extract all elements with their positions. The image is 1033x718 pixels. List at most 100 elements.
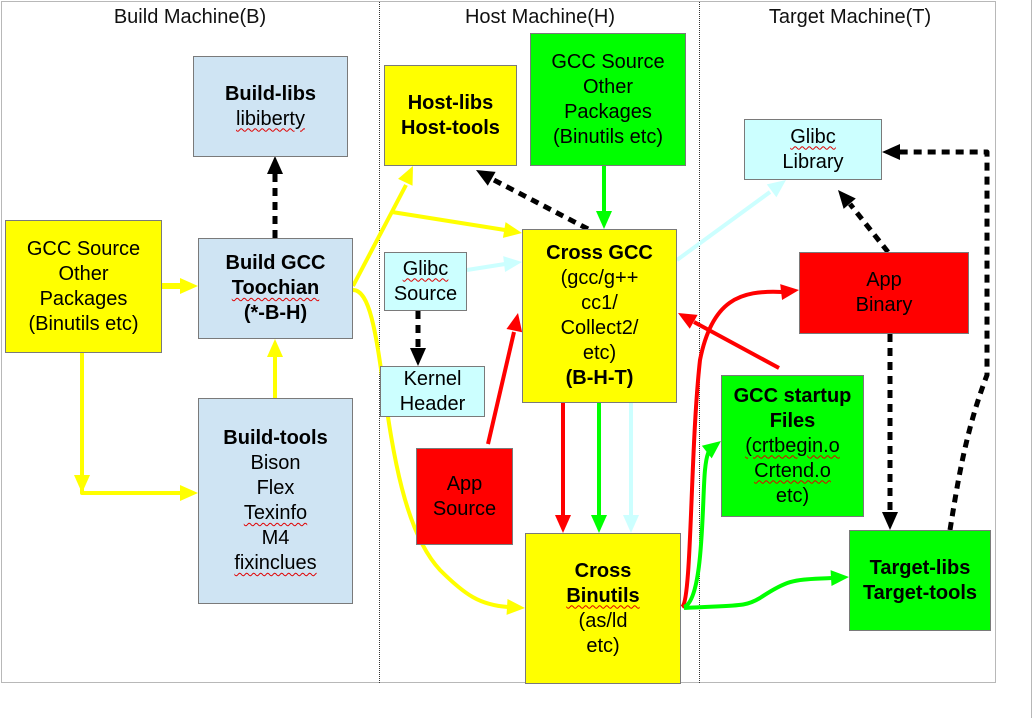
node-host-libs: Host-libs Host-tools	[384, 65, 517, 166]
node-line: Source	[393, 282, 458, 305]
node-line: Glibc	[790, 125, 836, 148]
arrowhead-app-binary	[780, 284, 799, 301]
node-line: Target-libs	[869, 556, 971, 579]
node-line: Flex	[256, 477, 295, 499]
arrowhead-glibc-library	[838, 190, 856, 209]
arrowhead-host-libs	[398, 166, 413, 186]
node-cross-gcc: Cross GCC (gcc/g++ cc1/ Collect2/ etc) (…	[522, 229, 677, 403]
edge-target-libs-to-glibc-library-black	[900, 149, 990, 531]
arrowhead-kernel-header	[410, 348, 426, 366]
node-line: libiberty	[236, 107, 305, 130]
arrowhead-cross-binutils	[623, 515, 639, 533]
node-target-libs: Target-libs Target-tools	[849, 530, 991, 631]
node-app-binary: App Binary	[799, 252, 969, 334]
edge-build-gcc-to-host-libs-yellow	[351, 184, 408, 287]
build-host-divider	[379, 2, 380, 683]
node-gcc-source-host: GCC Source Other Packages (Binutils etc)	[530, 33, 686, 166]
edge-gcc-source-build-to-build-tools-yellow	[80, 353, 180, 495]
arrowhead-build-gcc	[267, 339, 283, 357]
node-line: Packages	[564, 100, 652, 123]
node-app-source: App Source	[416, 448, 513, 545]
host-target-divider	[699, 2, 700, 683]
edge-cross-gcc-to-host-libs-black	[490, 176, 590, 232]
node-line: GCC Source	[26, 237, 141, 260]
diagram-frame	[1, 1, 996, 683]
node-gcc-source-build: GCC Source Other Packages (Binutils etc)	[5, 220, 162, 353]
arrowhead-cross-gcc	[678, 313, 698, 329]
node-line: Host-tools	[401, 116, 500, 139]
node-line: Toochian	[231, 277, 320, 299]
edge-cross-binutils-to-app-binary-red	[680, 289, 783, 609]
node-line: (Binutils etc)	[28, 312, 139, 335]
node-line: GCC startup	[733, 384, 852, 407]
node-line: Files	[769, 409, 816, 432]
edge-cross-binutils-to-target-libs-green	[683, 576, 833, 610]
edge-app-source-to-cross-gcc-red	[486, 331, 516, 445]
node-line: Binary	[855, 294, 913, 316]
column-title-host: Host Machine(H)	[464, 6, 616, 28]
node-line: (Binutils etc)	[552, 125, 664, 148]
node-line: Cross GCC	[546, 242, 653, 264]
node-line: (as/ld	[578, 609, 628, 632]
column-title-target: Target Machine(T)	[768, 6, 932, 28]
node-cross-binutils: Cross Binutils (as/ld etc)	[525, 533, 681, 684]
arrowhead-glibc-library	[766, 180, 786, 198]
page-edge-line	[1031, 0, 1032, 718]
node-line: M4	[261, 527, 290, 549]
arrowhead-gcc-startup	[701, 441, 721, 459]
node-line: Library	[782, 150, 844, 173]
node-line: Crtend.o	[754, 459, 831, 482]
node-build-libs: Build-libs libiberty	[193, 56, 348, 157]
arrowhead-cross-gcc	[506, 313, 523, 333]
node-line: GCC Source	[551, 50, 665, 73]
node-line: (gcc/g++	[560, 267, 639, 289]
arrowhead-build-gcc	[180, 278, 198, 294]
node-line: Build-libs	[224, 82, 317, 105]
node-line: Packages	[39, 287, 128, 310]
node-kernel-header: Kernel Header	[380, 366, 485, 417]
edge-build-gcc-to-cross-gcc-yellow	[391, 210, 506, 232]
arrowhead-glibc-library	[882, 144, 900, 160]
node-line: Header	[399, 392, 466, 415]
arrowhead-cross-gcc	[502, 222, 522, 238]
node-glibc-source: Glibc Source	[384, 252, 467, 311]
node-line: Build-tools	[223, 427, 328, 449]
arrowhead-target-libs	[830, 570, 849, 587]
arrowhead-host-libs	[476, 170, 496, 186]
node-build-tools: Build-tools Bison Flex Texinfo M4 fixinc…	[198, 398, 353, 604]
node-line: Glibc	[402, 257, 449, 280]
edge-cross-gcc-to-glibc-library-cyan	[675, 190, 772, 262]
arrowhead-junction	[74, 475, 90, 493]
arrowhead-build-libs	[267, 156, 283, 174]
arrowhead-target-libs	[882, 512, 898, 530]
node-glibc-library: Glibc Library	[744, 119, 882, 180]
edge-app-binary-to-glibc-library-black	[848, 202, 890, 254]
node-line: App	[446, 472, 483, 495]
arrowhead-build-tools	[180, 485, 198, 501]
node-line: (B-H-T)	[565, 367, 634, 389]
edge-gcc-startup-to-cross-gcc-red	[693, 320, 780, 370]
column-title-build: Build Machine(B)	[113, 6, 267, 28]
arrowhead-cross-gcc	[596, 211, 612, 229]
edge-glibc-source-to-cross-gcc-cyan	[466, 262, 506, 272]
node-line: App	[866, 269, 902, 291]
node-line: Kernel	[403, 367, 462, 390]
node-gcc-startup-files: GCC startup Files (crtbegin.o Crtend.o e…	[721, 375, 864, 517]
arrowhead-cross-binutils	[506, 598, 525, 615]
node-line: Build GCC	[225, 252, 326, 274]
arrowhead-cross-binutils	[591, 515, 607, 533]
node-line: Collect2/	[560, 317, 639, 339]
node-line: Cross	[574, 559, 632, 582]
node-line: cc1/	[581, 292, 618, 314]
arrowhead-cross-binutils	[555, 515, 571, 533]
node-line: Source	[432, 497, 497, 520]
node-line: Other	[58, 262, 109, 285]
node-line: Other	[582, 75, 634, 98]
node-line: etc)	[582, 342, 617, 364]
node-line: Host-libs	[407, 91, 494, 114]
node-line: etc)	[586, 634, 620, 657]
node-line: Bison	[250, 452, 301, 474]
node-line: Texinfo	[243, 502, 308, 524]
